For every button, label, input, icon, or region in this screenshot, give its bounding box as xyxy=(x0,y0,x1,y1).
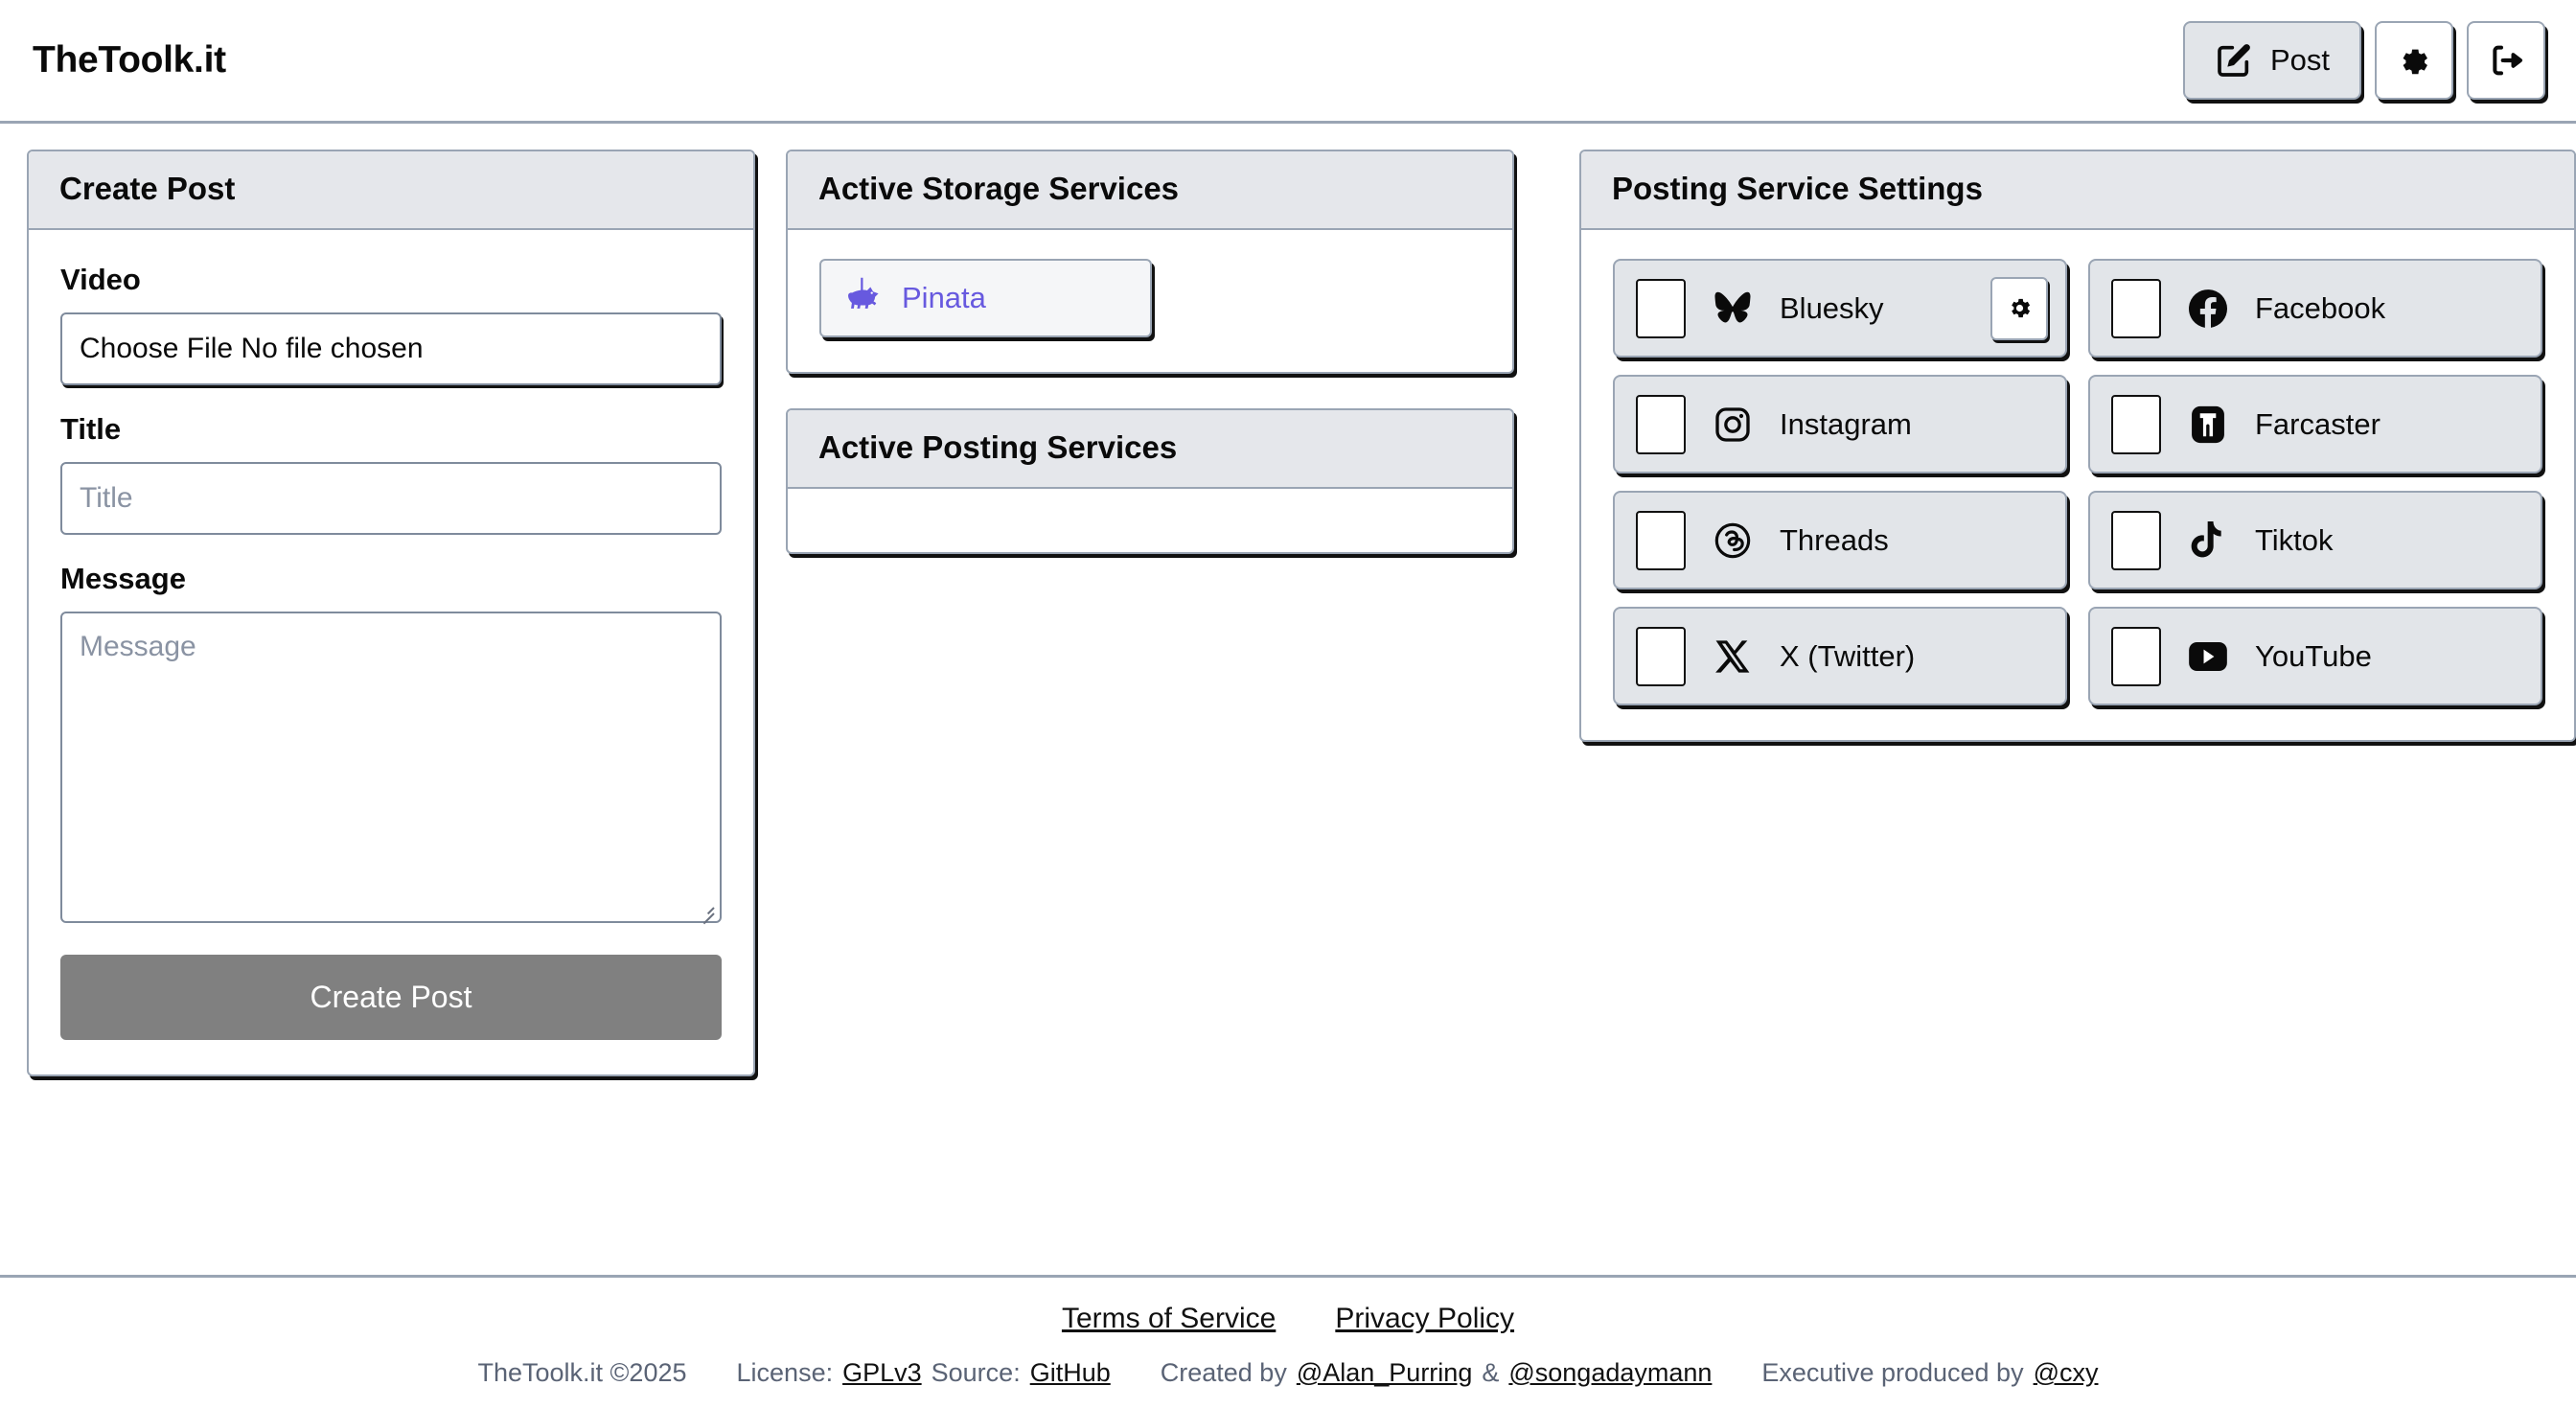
create-post-card: Create Post Video Choose File No file ch… xyxy=(27,150,755,1076)
title-label: Title xyxy=(60,412,122,446)
service-row-farcaster[interactable]: Farcaster xyxy=(2088,375,2542,474)
pinata-icon xyxy=(842,275,885,322)
gear-icon xyxy=(2395,41,2433,80)
active-storage-title: Active Storage Services xyxy=(788,151,1512,230)
service-row-threads[interactable]: Threads xyxy=(1613,491,2067,589)
storage-chip-pinata[interactable]: Pinata xyxy=(819,259,1152,337)
footer-meta: TheToolk.it ©2025 License: GPLv3 Source:… xyxy=(0,1358,2576,1409)
creator-link-1[interactable]: @Alan_Purring xyxy=(1296,1358,1473,1387)
footer-copyright-segment: TheToolk.it ©2025 xyxy=(477,1358,686,1388)
message-placeholder: Message xyxy=(80,631,196,662)
create-post-title: Create Post xyxy=(29,151,753,230)
threads-icon xyxy=(1711,521,1755,560)
tiktok-icon xyxy=(2186,520,2230,560)
message-label: Message xyxy=(60,562,186,595)
footer-copyright: TheToolk.it ©2025 xyxy=(477,1358,687,1387)
service-row-tiktok[interactable]: Tiktok xyxy=(2088,491,2542,589)
posting-settings-body: Bluesky xyxy=(1581,230,2574,740)
active-storage-card: Active Storage Services Pinata xyxy=(786,150,1514,374)
settings-button[interactable] xyxy=(2375,21,2453,100)
create-post-body: Video Choose File No file chosen Title T… xyxy=(29,230,753,1074)
logout-icon xyxy=(2487,41,2525,80)
main-content: Create Post Video Choose File No file ch… xyxy=(0,124,2576,1076)
title-input[interactable]: Title xyxy=(60,462,722,535)
app-header: TheToolk.it Post xyxy=(0,0,2576,124)
service-checkbox-bluesky[interactable] xyxy=(1636,278,1686,338)
footer-links: Terms of Service Privacy Policy xyxy=(0,1303,2576,1335)
service-checkbox-threads[interactable] xyxy=(1636,510,1686,570)
left-column: Create Post Video Choose File No file ch… xyxy=(27,150,755,1076)
privacy-policy-link[interactable]: Privacy Policy xyxy=(1335,1303,1515,1334)
posting-settings-title: Posting Service Settings xyxy=(1581,151,2574,230)
page-footer: Terms of Service Privacy Policy TheToolk… xyxy=(0,1275,2576,1409)
service-label-youtube: YouTube xyxy=(2255,638,2372,673)
logout-button[interactable] xyxy=(2467,21,2545,100)
service-row-bluesky[interactable]: Bluesky xyxy=(1613,259,2067,358)
created-by-label: Created by xyxy=(1160,1358,1287,1387)
storage-chip-label: Pinata xyxy=(902,281,986,314)
post-button[interactable]: Post xyxy=(2183,21,2361,100)
create-post-submit-button[interactable]: Create Post xyxy=(60,955,722,1040)
exec-producer-link[interactable]: @cxy xyxy=(2033,1358,2099,1387)
active-storage-list: Pinata xyxy=(819,259,1481,337)
source-link[interactable]: GitHub xyxy=(1029,1358,1111,1387)
farcaster-icon xyxy=(2186,405,2230,444)
message-textarea[interactable]: Message xyxy=(60,612,722,925)
edit-square-icon xyxy=(2215,41,2253,80)
service-row-facebook[interactable]: Facebook xyxy=(2088,259,2542,358)
active-posting-list xyxy=(788,489,1512,552)
credits-ampersand: & xyxy=(1482,1358,1500,1387)
brand-title: TheToolk.it xyxy=(33,39,226,81)
posting-settings-card: Posting Service Settings Bluesky xyxy=(1579,150,2576,742)
active-storage-body: Pinata xyxy=(788,230,1512,372)
bluesky-butterfly-icon xyxy=(1711,291,1755,326)
footer-license-segment: License: GPLv3 Source: GitHub xyxy=(737,1358,1111,1388)
right-column: Posting Service Settings Bluesky xyxy=(1579,150,2576,742)
video-file-input[interactable]: Choose File No file chosen xyxy=(60,312,722,385)
service-row-instagram[interactable]: Instagram xyxy=(1613,375,2067,474)
service-label-facebook: Facebook xyxy=(2255,290,2386,325)
instagram-icon xyxy=(1711,405,1755,444)
service-checkbox-facebook[interactable] xyxy=(2111,278,2161,338)
service-label-threads: Threads xyxy=(1780,522,1889,557)
service-checkbox-youtube[interactable] xyxy=(2111,626,2161,686)
service-checkbox-tiktok[interactable] xyxy=(2111,510,2161,570)
active-posting-card: Active Posting Services xyxy=(786,408,1514,554)
service-checkbox-x-twitter[interactable] xyxy=(1636,626,1686,686)
service-label-tiktok: Tiktok xyxy=(2255,522,2334,557)
service-label-x-twitter: X (Twitter) xyxy=(1780,638,1916,673)
service-grid: Bluesky xyxy=(1613,259,2542,705)
service-checkbox-instagram[interactable] xyxy=(1636,394,1686,454)
creator-link-2[interactable]: @songadaymann xyxy=(1508,1358,1713,1387)
resize-handle[interactable] xyxy=(697,899,716,925)
video-label: Video xyxy=(60,263,141,296)
active-posting-title: Active Posting Services xyxy=(788,410,1512,489)
footer-credits-segment: Created by @Alan_Purring & @songadaymann xyxy=(1161,1358,1713,1388)
footer-exec-segment: Executive produced by @cxy xyxy=(1761,1358,2098,1388)
service-label-instagram: Instagram xyxy=(1780,406,1912,441)
source-label: Source: xyxy=(931,1358,1021,1387)
facebook-icon xyxy=(2186,289,2230,328)
service-row-x-twitter[interactable]: X (Twitter) xyxy=(1613,607,2067,705)
exec-producer-label: Executive produced by xyxy=(1761,1358,2024,1387)
license-link[interactable]: GPLv3 xyxy=(842,1358,922,1387)
x-twitter-icon xyxy=(1711,638,1755,675)
post-button-label: Post xyxy=(2269,43,2331,77)
service-label-farcaster: Farcaster xyxy=(2255,406,2380,441)
service-settings-gear-bluesky[interactable] xyxy=(1990,276,2048,340)
middle-column: Active Storage Services Pinata xyxy=(786,150,1514,554)
terms-of-service-link[interactable]: Terms of Service xyxy=(1061,1303,1276,1334)
license-label: License: xyxy=(736,1358,834,1387)
service-row-youtube[interactable]: YouTube xyxy=(2088,607,2542,705)
youtube-icon xyxy=(2186,641,2230,672)
header-actions: Post xyxy=(2183,21,2545,100)
service-label-bluesky: Bluesky xyxy=(1780,290,1884,325)
service-checkbox-farcaster[interactable] xyxy=(2111,394,2161,454)
